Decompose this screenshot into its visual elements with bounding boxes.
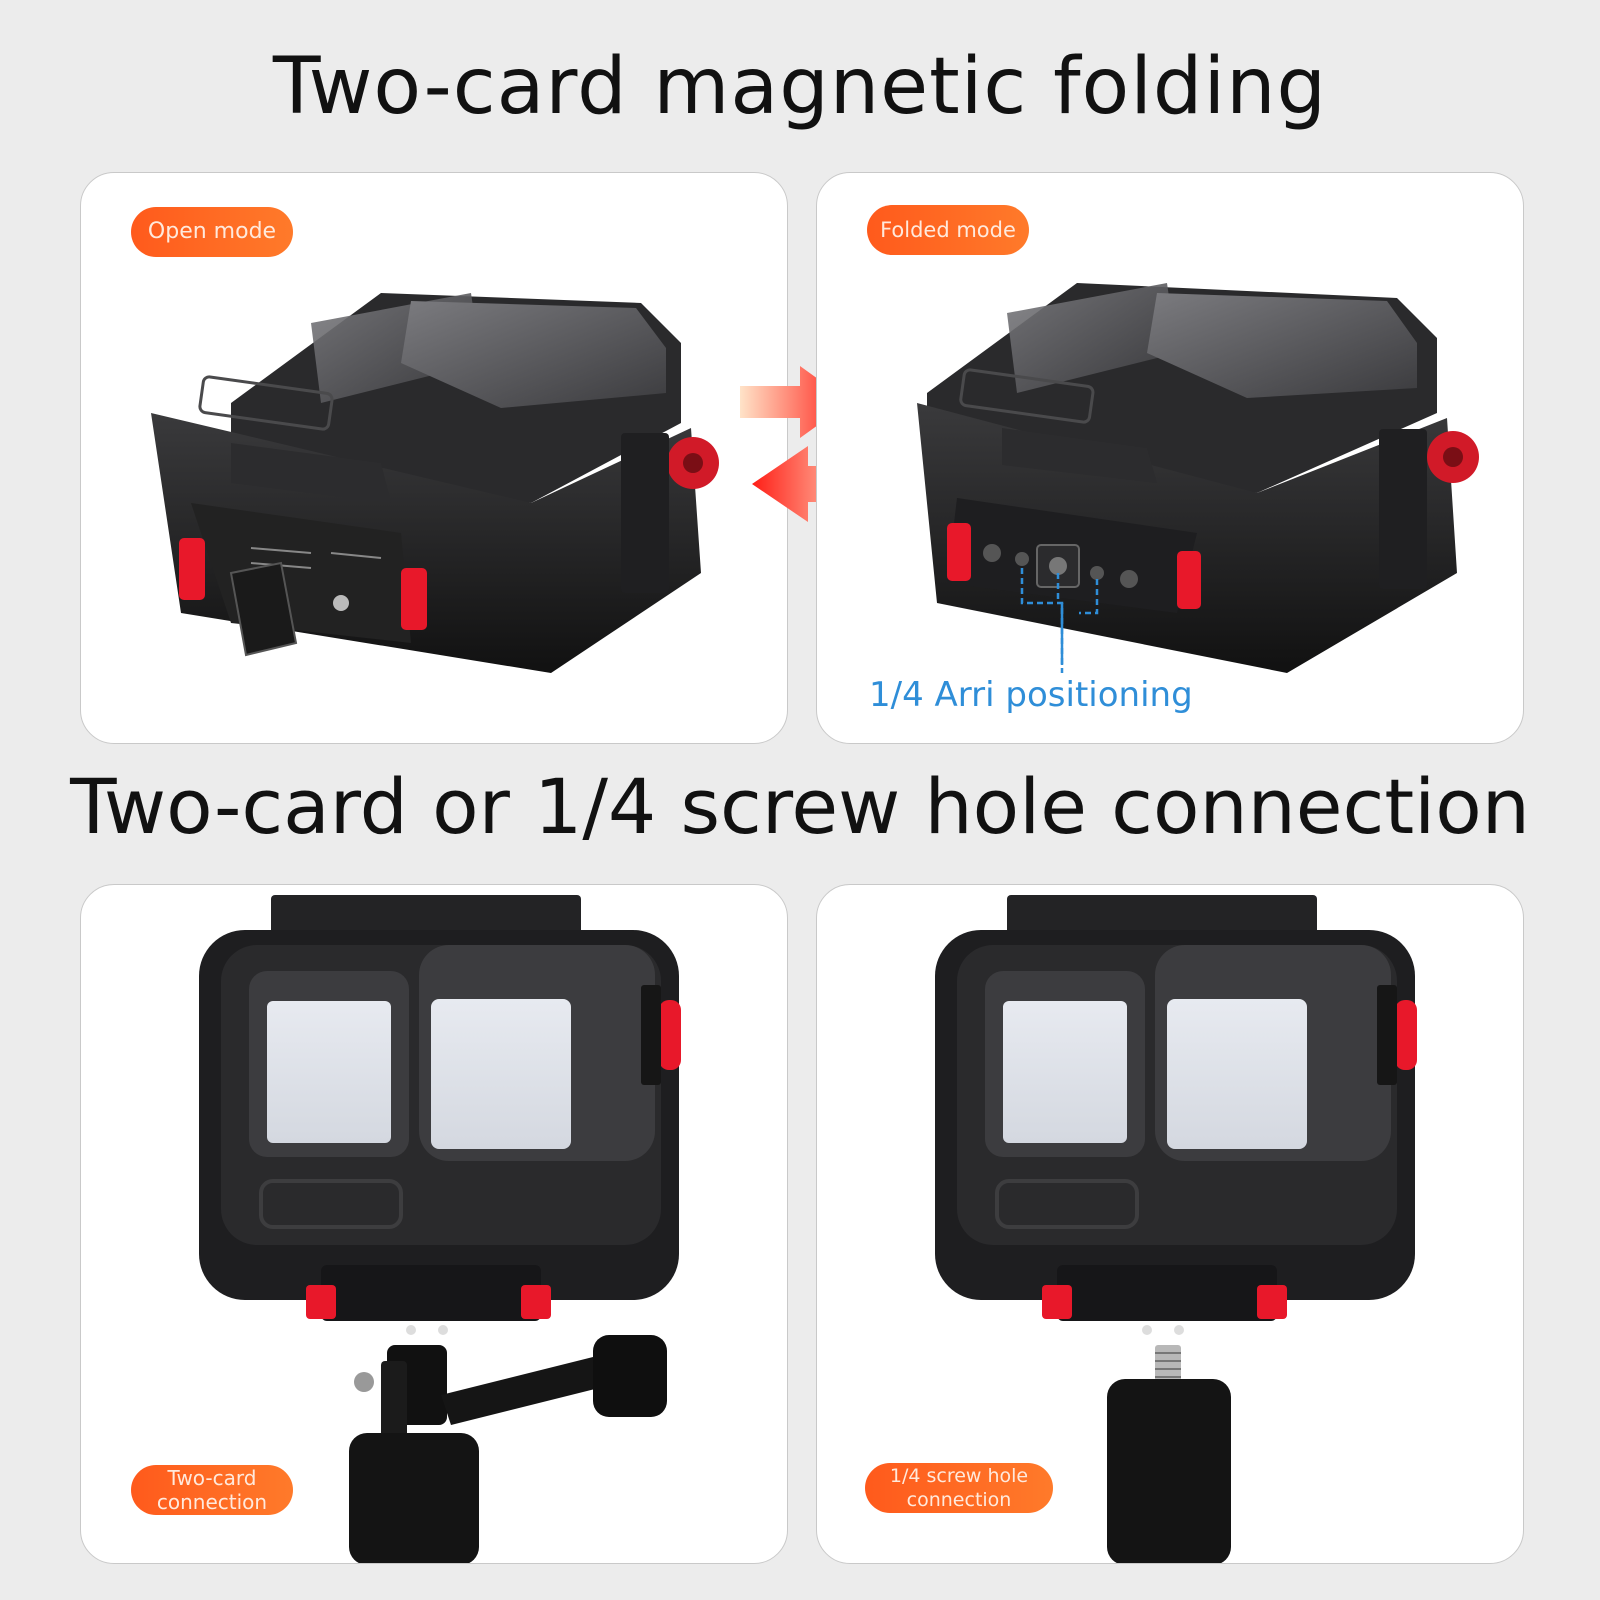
camera-cage-two-card-illustration [199,895,681,1563]
heading-two-card-folding: Two-card magnetic folding [272,42,1328,132]
camera-cage-folded-illustration [917,283,1479,673]
badge-two-card-connection: Two-card connection [131,1465,293,1515]
camera-cage-screw-illustration [935,895,1417,1563]
panel-screw-hole-connection: 1/4 screw hole connection [816,884,1524,1564]
panel-folded-mode: Folded mode 1/4 Arri [816,172,1524,744]
arrow-left-icon [752,446,870,522]
panel-open-mode: Open mode [80,172,788,744]
badge-open-mode: Open mode [131,207,293,257]
callout-arri-positioning: 1/4 Arri positioning [869,675,1193,715]
heading-connection-types: Two-card or 1/4 screw hole connection [70,762,1530,851]
badge-folded-mode: Folded mode [867,205,1029,255]
badge-screw-hole-connection: 1/4 screw hole connection [865,1463,1053,1513]
camera-cage-open-illustration [151,293,719,673]
panel-two-card-connection: Two-card connection [80,884,788,1564]
